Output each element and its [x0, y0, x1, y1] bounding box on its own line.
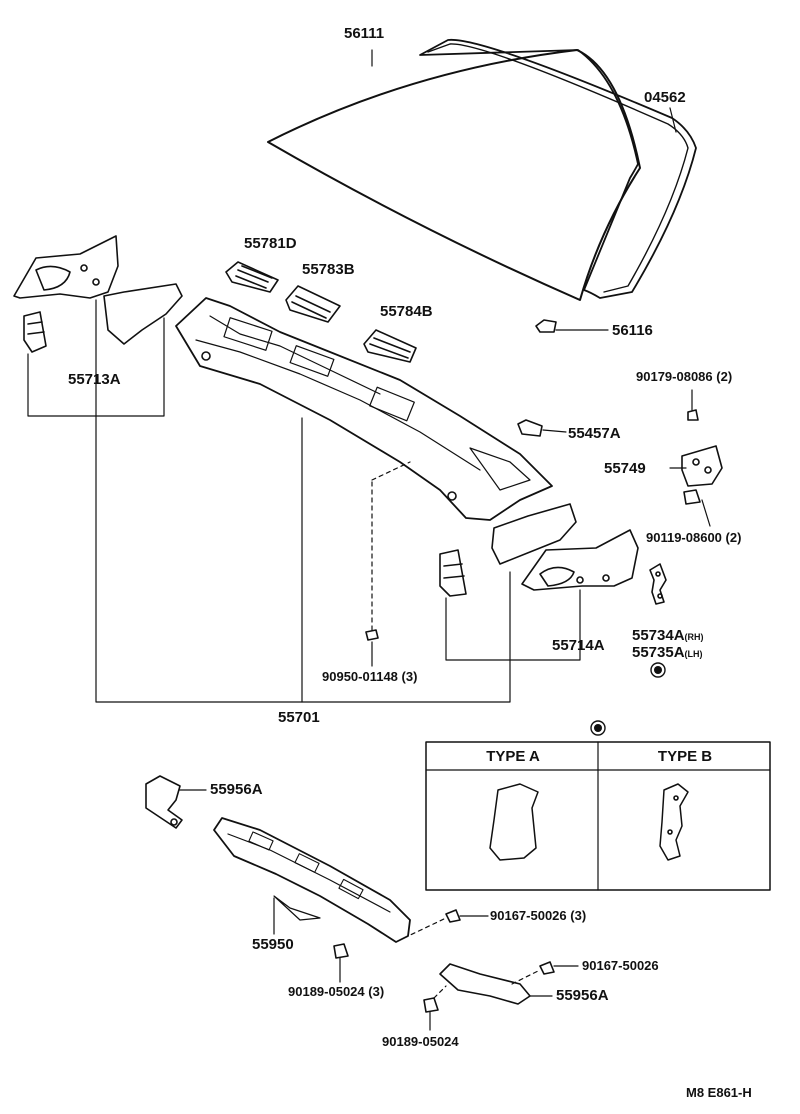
label-vent-louver-b2: 55784B	[380, 303, 433, 320]
ref-mark-1	[650, 662, 666, 678]
clip-a-drawing	[517, 419, 543, 437]
label-nut-c: 90189-05024	[382, 1034, 459, 1049]
label-nut-b: 90189-05024 (3)	[288, 984, 385, 999]
label-brace-lh: 55735A(LH)	[632, 644, 703, 661]
label-windshield-glass: 56111	[344, 25, 385, 42]
brace-drawing	[649, 563, 667, 605]
vent-louver-b2-drawing	[363, 329, 417, 363]
type-b-title: TYPE B	[657, 748, 713, 765]
label-screw-b: 90167-50026 (3)	[490, 908, 587, 923]
louver-end2-drawing	[439, 963, 553, 1005]
louver-main-drawing	[213, 817, 411, 943]
screw-b-drawing	[403, 909, 489, 939]
label-vent-louver-b: 55783B	[302, 261, 355, 278]
type-legend-box	[425, 720, 771, 891]
label-brace-rh: 55734A(RH)	[632, 627, 704, 644]
nut-b-drawing	[333, 943, 349, 983]
spacer-block	[535, 319, 557, 333]
label-bolt-a: 90179-08086 (2)	[636, 369, 733, 384]
cowl-panel-drawing	[175, 297, 553, 521]
label-louver-main: 55950	[252, 936, 294, 953]
nut-c-drawing	[423, 985, 447, 1031]
leader-lines	[371, 49, 711, 527]
label-screw-a: 90950-01148 (3)	[322, 669, 418, 684]
hinge-bracket-drawing	[681, 409, 723, 505]
label-moulding: 04562	[644, 89, 686, 106]
diagram-code: M8 E861-H	[686, 1085, 752, 1100]
side-panel-upper-drawing	[13, 235, 183, 353]
label-side-panel-lower: 55714A	[552, 637, 605, 654]
label-screw-c: 90167-50026	[582, 958, 659, 973]
label-side-panel-upper: 55713A	[68, 371, 121, 388]
louver-end-drawing	[145, 775, 207, 829]
label-louver-end: 55956A	[210, 781, 263, 798]
screw-c-drawing	[511, 961, 579, 985]
type-a-title: TYPE A	[486, 748, 540, 765]
vent-louver-b-drawing	[285, 285, 341, 323]
side-panel-lower-drawing	[439, 503, 639, 597]
label-nut-a: 90119-08600 (2)	[646, 530, 742, 545]
vent-louver-d-drawing	[225, 261, 279, 293]
label-vent-louver-d: 55781D	[244, 235, 297, 252]
label-hinge-bracket: 55749	[604, 460, 646, 477]
ref-mark-1-fill	[654, 666, 662, 674]
label-cowl-panel: 55701	[278, 709, 320, 726]
label-clip-a: 55457A	[568, 425, 621, 442]
label-spacer: 56116	[612, 322, 653, 339]
bracket-line-main	[95, 299, 511, 703]
bracket-line-lower	[445, 589, 581, 661]
windshield-glass-drawing	[267, 38, 697, 301]
screw-a-drawing	[365, 461, 411, 667]
label-louver-end2: 55956A	[556, 987, 609, 1004]
